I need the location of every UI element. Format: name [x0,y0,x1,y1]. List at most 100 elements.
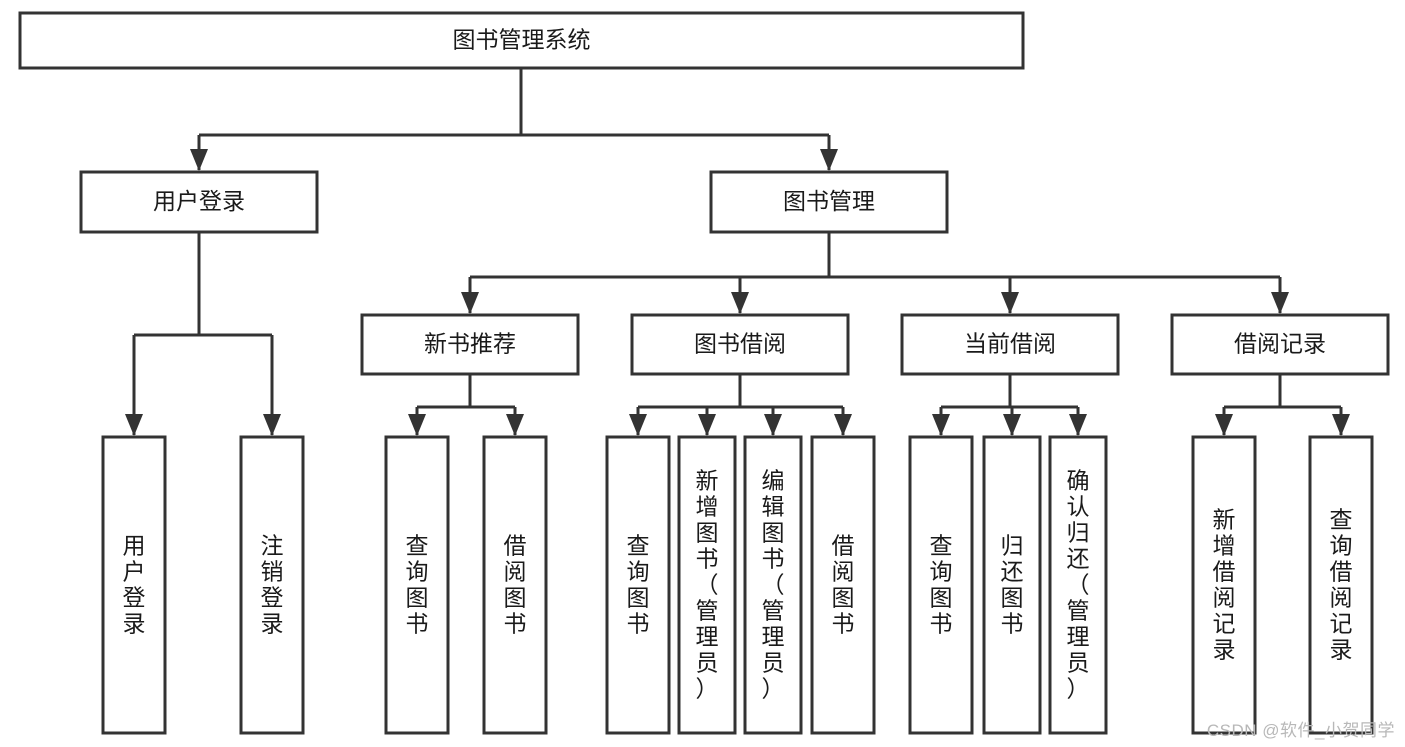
arrow-icon-leaf-query-book-1 [408,414,426,436]
arrow-icon-leaf-borrow-book-2 [834,414,852,436]
node-label-char-leaf-logout-2: 登 [261,584,284,610]
node-new-book-recommend[interactable]: 新书推荐 [360,313,580,376]
node-label-char-leaf-return-book-1: 还 [1001,558,1024,584]
node-box-leaf-add-book [677,435,737,735]
arrow-icon-leaf-query-record [1332,414,1350,436]
node-label-char-leaf-add-book-7: 员 [696,649,719,675]
node-leaf-return-book[interactable]: 归还图书归还图书 [982,435,1042,735]
node-label-char-leaf-add-record-1: 增 [1213,532,1236,558]
nodes-layer: 图书管理系统用户登录图书管理新书推荐图书借阅当前借阅借阅记录用户登录用户登录注销… [18,11,1390,735]
node-label-char-leaf-query-book-1-2: 图 [406,584,429,610]
node-label-char-leaf-add-book-1: 增 [696,493,719,519]
node-label-char-leaf-logout-3: 录 [261,610,284,636]
node-label-char-leaf-confirm-return-8: ） [1067,675,1090,701]
node-box-leaf-edit-book [743,435,803,735]
node-label-char-leaf-add-book-6: 理 [696,623,719,649]
node-label-char-leaf-query-book-2-1: 询 [627,558,650,584]
node-label-char-leaf-query-book-3-3: 书 [930,610,953,636]
node-label-char-leaf-borrow-book-1-2: 图 [504,584,527,610]
node-label-char-leaf-edit-book-1: 辑 [762,493,785,519]
arrow-icon-book-borrow [731,292,749,314]
node-box-new-book-recommend [360,313,580,376]
arrow-icon-user-login [190,149,208,171]
node-label-char-leaf-confirm-return-1: 认 [1067,493,1090,519]
node-label-char-leaf-add-book-3: 书 [696,545,719,571]
node-label-char-leaf-edit-book-2: 图 [762,519,785,545]
node-label-char-leaf-add-record-5: 录 [1213,636,1236,662]
node-leaf-query-book-2[interactable]: 查询图书查询图书 [605,435,671,735]
node-label-char-leaf-edit-book-3: 书 [762,545,785,571]
node-borrow-record[interactable]: 借阅记录 [1170,313,1390,376]
node-leaf-add-record[interactable]: 新增借阅记录新增借阅记录 [1191,435,1257,735]
node-label-book-management: 图书管理 [783,188,875,214]
arrow-icon-leaf-edit-book [764,414,782,436]
node-label-char-leaf-confirm-return-7: 员 [1067,649,1090,675]
arrow-icon-leaf-logout [263,414,281,436]
node-leaf-query-book-3[interactable]: 查询图书查询图书 [908,435,974,735]
node-label-char-leaf-query-record-3: 阅 [1330,584,1353,610]
node-root[interactable]: 图书管理系统 [18,11,1025,70]
arrow-icon-new-book-recommend [461,292,479,314]
arrow-icon-leaf-query-book-3 [932,414,950,436]
arrow-icon-leaf-query-book-2 [629,414,647,436]
node-label-char-leaf-confirm-return-4: （ [1067,571,1090,597]
node-label-char-leaf-add-record-0: 新 [1213,506,1236,532]
node-label-char-leaf-query-book-1-0: 查 [406,532,429,558]
node-user-login[interactable]: 用户登录 [79,170,319,234]
node-box-leaf-borrow-book-2 [810,435,876,735]
node-box-leaf-borrow-book-1 [482,435,548,735]
node-label-char-leaf-confirm-return-5: 管 [1067,597,1090,623]
node-label-char-leaf-edit-book-7: 员 [762,649,785,675]
node-box-current-borrow [900,313,1120,376]
node-label-root: 图书管理系统 [453,27,591,53]
node-leaf-query-book-1[interactable]: 查询图书查询图书 [384,435,450,735]
node-leaf-borrow-book-2[interactable]: 借阅图书借阅图书 [810,435,876,735]
arrow-icon-leaf-borrow-book-1 [506,414,524,436]
node-label-char-leaf-return-book-0: 归 [1001,532,1024,558]
node-label-char-leaf-confirm-return-0: 确 [1067,467,1090,493]
node-label-current-borrow: 当前借阅 [964,331,1056,357]
node-book-management[interactable]: 图书管理 [709,170,949,234]
node-label-char-leaf-query-book-1-3: 书 [406,610,429,636]
arrow-icon-leaf-user-login [125,414,143,436]
node-label-char-leaf-query-record-1: 询 [1330,532,1353,558]
arrow-icon-leaf-add-book [698,414,716,436]
node-label-char-leaf-query-book-2-3: 书 [627,610,650,636]
node-label-char-leaf-edit-book-4: （ [762,571,785,597]
node-label-char-leaf-edit-book-8: ） [762,675,785,701]
node-label-char-leaf-query-record-0: 查 [1330,506,1353,532]
arrow-icon-borrow-record [1271,292,1289,314]
node-book-borrow[interactable]: 图书借阅 [630,313,850,376]
node-box-root [18,11,1025,70]
node-box-leaf-query-book-1 [384,435,450,735]
node-label-char-leaf-query-book-2-0: 查 [627,532,650,558]
node-box-leaf-query-book-2 [605,435,671,735]
node-current-borrow[interactable]: 当前借阅 [900,313,1120,376]
node-leaf-logout[interactable]: 注销登录注销登录 [239,435,305,735]
node-label-char-leaf-borrow-book-2-1: 阅 [832,558,855,584]
node-label-char-leaf-confirm-return-2: 归 [1067,519,1090,545]
connectors-layer [125,68,1350,436]
node-label-char-leaf-borrow-book-2-3: 书 [832,610,855,636]
node-label-char-leaf-return-book-3: 书 [1001,610,1024,636]
node-label-char-leaf-logout-0: 注 [261,532,284,558]
node-label-char-leaf-borrow-book-1-1: 阅 [504,558,527,584]
node-leaf-borrow-book-1[interactable]: 借阅图书借阅图书 [482,435,548,735]
node-box-leaf-add-record [1191,435,1257,735]
arrow-icon-book-management [820,149,838,171]
node-leaf-query-record[interactable]: 查询借阅记录查询借阅记录 [1308,435,1374,735]
node-label-book-borrow: 图书借阅 [694,331,786,357]
arrow-icon-leaf-add-record [1215,414,1233,436]
node-label-user-login: 用户登录 [153,188,245,214]
node-leaf-user-login[interactable]: 用户登录用户登录 [101,435,167,735]
node-box-leaf-user-login [101,435,167,735]
node-label-char-leaf-query-record-5: 录 [1330,636,1353,662]
node-label-char-leaf-borrow-book-1-0: 借 [504,532,527,558]
node-label-char-leaf-edit-book-0: 编 [762,467,785,493]
node-label-char-leaf-query-record-4: 记 [1330,610,1353,636]
node-label-borrow-record: 借阅记录 [1234,331,1326,357]
